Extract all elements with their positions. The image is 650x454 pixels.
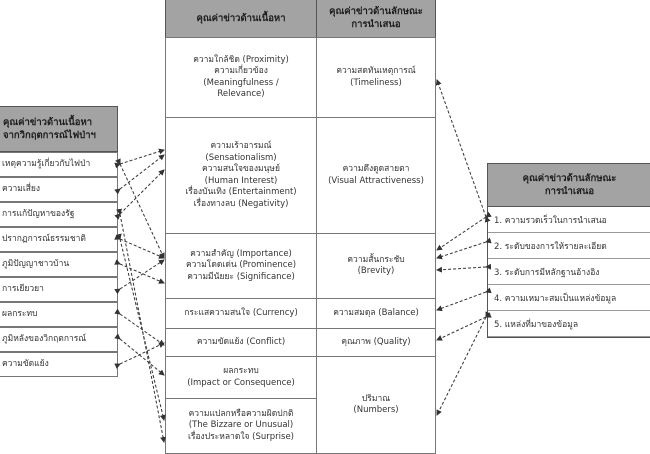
left-list-item: การแก้ปัญหาของรัฐ xyxy=(0,202,118,227)
content-value-cell-line: (The Bizzare or Unusual) xyxy=(188,420,294,431)
connector-arrow xyxy=(114,148,165,169)
right-header-line-1: คุณค่าข่าวด้านลักษณะ xyxy=(522,173,617,184)
right-list-item: 5. แหล่งที่มาของข้อมูล xyxy=(488,311,650,337)
connector-arrow xyxy=(114,169,165,220)
content-value-cell: ผลกระทบ(Impact or Consequence) xyxy=(165,356,317,399)
content-value-cell-line: (Sensationalism) xyxy=(205,152,277,163)
content-value-cell-line: ความแปลกหรือความผิดปกติ xyxy=(188,408,294,419)
content-value-cell-line: Relevance) xyxy=(217,89,265,99)
connector-arrow xyxy=(436,211,492,251)
presentation-value-cell: ปริมาณ(Numbers) xyxy=(316,356,436,454)
connector-arrow xyxy=(114,234,165,259)
left-list-item: เหตุความรู้เกี่ยวกับไฟป่า xyxy=(0,152,118,177)
left-header-line-1: คุณค่าข่าวด้านเนื้อหา xyxy=(3,117,93,128)
connector-arrow xyxy=(114,259,165,295)
presentation-value-cell-line: คุณภาพ (Quality) xyxy=(341,336,411,347)
content-value-cell-line: ความสำคัญ (Importance) xyxy=(190,248,292,259)
connector-arrow xyxy=(436,237,492,260)
left-list-item: ภูมิปัญญาชาวบ้าน xyxy=(0,252,118,277)
content-value-cell-line: ผลกระทบ xyxy=(223,366,259,376)
left-list-item: ปรากฏการณ์ธรรมชาติ xyxy=(0,227,118,252)
connector-arrow xyxy=(436,311,491,416)
content-value-cell-line: เรื่องประหลาดใจ (Surprise) xyxy=(187,431,294,442)
presentation-value-cell: ความสั้นกระชับ(Brevity) xyxy=(316,233,436,299)
content-value-cell-line: ความใกล้ชิด (Proximity) xyxy=(193,54,289,65)
left-list-item: ผลกระทบ xyxy=(0,302,118,327)
presentation-value-cell-line: ความสมดุล (Balance) xyxy=(333,307,419,318)
connector-arrow xyxy=(436,287,492,312)
content-value-header-text: คุณค่าข่าวด้านเนื้อหา xyxy=(196,12,286,24)
content-value-cell-line: (Human Interest) xyxy=(204,175,278,186)
presentation-value-cell-line: (Timeliness) xyxy=(350,77,402,88)
content-value-cell: กระแสความสนใจ (Currency) xyxy=(165,298,317,329)
presentation-header-line-1: คุณค่าข่าวด้านลักษณะ xyxy=(329,6,423,17)
presentation-value-cell: ความสดทันเหตุการณ์(Timeliness) xyxy=(316,37,436,118)
right-header-line-2: การนำเสนอ xyxy=(544,186,595,197)
presentation-value-cell-line: (Brevity) xyxy=(357,266,395,276)
content-value-header: คุณค่าข่าวด้านเนื้อหา xyxy=(165,0,317,38)
presentation-value-cell: ความดึงดูดสายตา(Visual Attractiveness) xyxy=(316,117,436,234)
connector-arrow xyxy=(435,79,491,223)
presentation-value-cell-line: ปริมาณ xyxy=(361,393,391,404)
presentation-value-cell-line: ความสดทันเหตุการณ์ xyxy=(336,66,416,76)
connector-arrow xyxy=(115,158,165,259)
right-panel-header: คุณค่าข่าวด้านลักษณะ การนำเสนอ xyxy=(488,164,650,207)
content-value-cell-line: ความเร้าอารมณ์ xyxy=(210,141,272,151)
right-panel: คุณค่าข่าวด้านลักษณะ การนำเสนอ 1. ความรว… xyxy=(487,163,650,338)
content-value-cell-line: ความโดดเด่น (Prominence) xyxy=(185,260,297,271)
content-value-cell: ความขัดแย้ง (Conflict) xyxy=(165,328,317,357)
left-list-item: ความขัดแย้ง xyxy=(0,352,118,377)
right-list-item: 2. ระดับของการให้รายละเอียด xyxy=(488,233,650,259)
content-value-cell-line: ความมีนัยยะ (Significance) xyxy=(187,271,295,282)
connector-arrow xyxy=(114,154,165,195)
right-list-item: 3. ระดับการมีหลักฐานอ้างอิง xyxy=(488,259,650,285)
presentation-value-header: คุณค่าข่าวด้านลักษณะ การนำเสนอ xyxy=(316,0,436,38)
connector-arrow xyxy=(436,263,492,273)
connector-arrow xyxy=(114,259,165,284)
connector-arrow xyxy=(114,333,165,376)
left-panel-header: คุณค่าข่าวด้านเนื้อหา จากวิกฤตการณ์ไฟป่า… xyxy=(0,106,118,152)
presentation-value-cell-line: (Numbers) xyxy=(353,405,399,415)
left-list-item: ความเสี่ยง xyxy=(0,177,118,202)
content-value-cell-line: (Meaningfulness / xyxy=(203,77,279,88)
presentation-value-cell: ความสมดุล (Balance) xyxy=(316,298,436,329)
connector-arrow xyxy=(114,342,165,369)
content-value-cell: ความเร้าอารมณ์(Sensationalism)ความสนใจขอ… xyxy=(165,117,317,234)
right-list-item: 4. ความเหมาะสมเป็นแหล่งข้อมูล xyxy=(488,285,650,311)
presentation-header-line-2: การนำเสนอ xyxy=(351,19,401,30)
content-value-cell-line: เรื่องบันเทิง (Entertainment) xyxy=(185,187,297,197)
presentation-value-cell-line: ความสั้นกระชับ xyxy=(347,254,405,265)
presentation-value-cell-line: (Visual Attractiveness) xyxy=(328,175,424,186)
connector-arrow xyxy=(436,312,492,341)
connector-arrow xyxy=(116,208,166,443)
connector-arrow xyxy=(114,308,165,346)
connector-arrow xyxy=(115,233,166,421)
left-list-item: การเยียวยา xyxy=(0,277,118,302)
content-value-cell-line: ความเกี่ยวข้อง xyxy=(214,66,268,76)
content-value-cell-line: (Impact or Consequence) xyxy=(187,377,295,388)
presentation-value-cell: คุณภาพ (Quality) xyxy=(316,328,436,357)
content-value-cell: ความสำคัญ (Importance)ความโดดเด่น (Promi… xyxy=(165,233,317,299)
left-list-item: ภูมิหลังของวิกฤตการณ์ xyxy=(0,327,118,352)
content-value-cell-line: เรื่องทางลบ (Negativity) xyxy=(193,198,289,209)
right-list-item: 1. ความรวดเร็วในการนำเสนอ xyxy=(488,207,650,233)
left-header-line-2: จากวิกฤตการณ์ไฟป่าฯ xyxy=(3,130,96,141)
presentation-value-cell-line: ความดึงดูดสายตา xyxy=(342,164,410,174)
content-value-cell: ความแปลกหรือความผิดปกติ(The Bizzare or U… xyxy=(165,398,317,454)
content-value-cell-line: ความสนใจของมนุษย์ xyxy=(201,164,281,174)
content-value-cell-line: ความขัดแย้ง (Conflict) xyxy=(196,336,286,347)
content-value-cell-line: กระแสความสนใจ (Currency) xyxy=(184,307,298,318)
content-value-cell: ความใกล้ชิด (Proximity)ความเกี่ยวข้อง(Me… xyxy=(165,37,317,118)
